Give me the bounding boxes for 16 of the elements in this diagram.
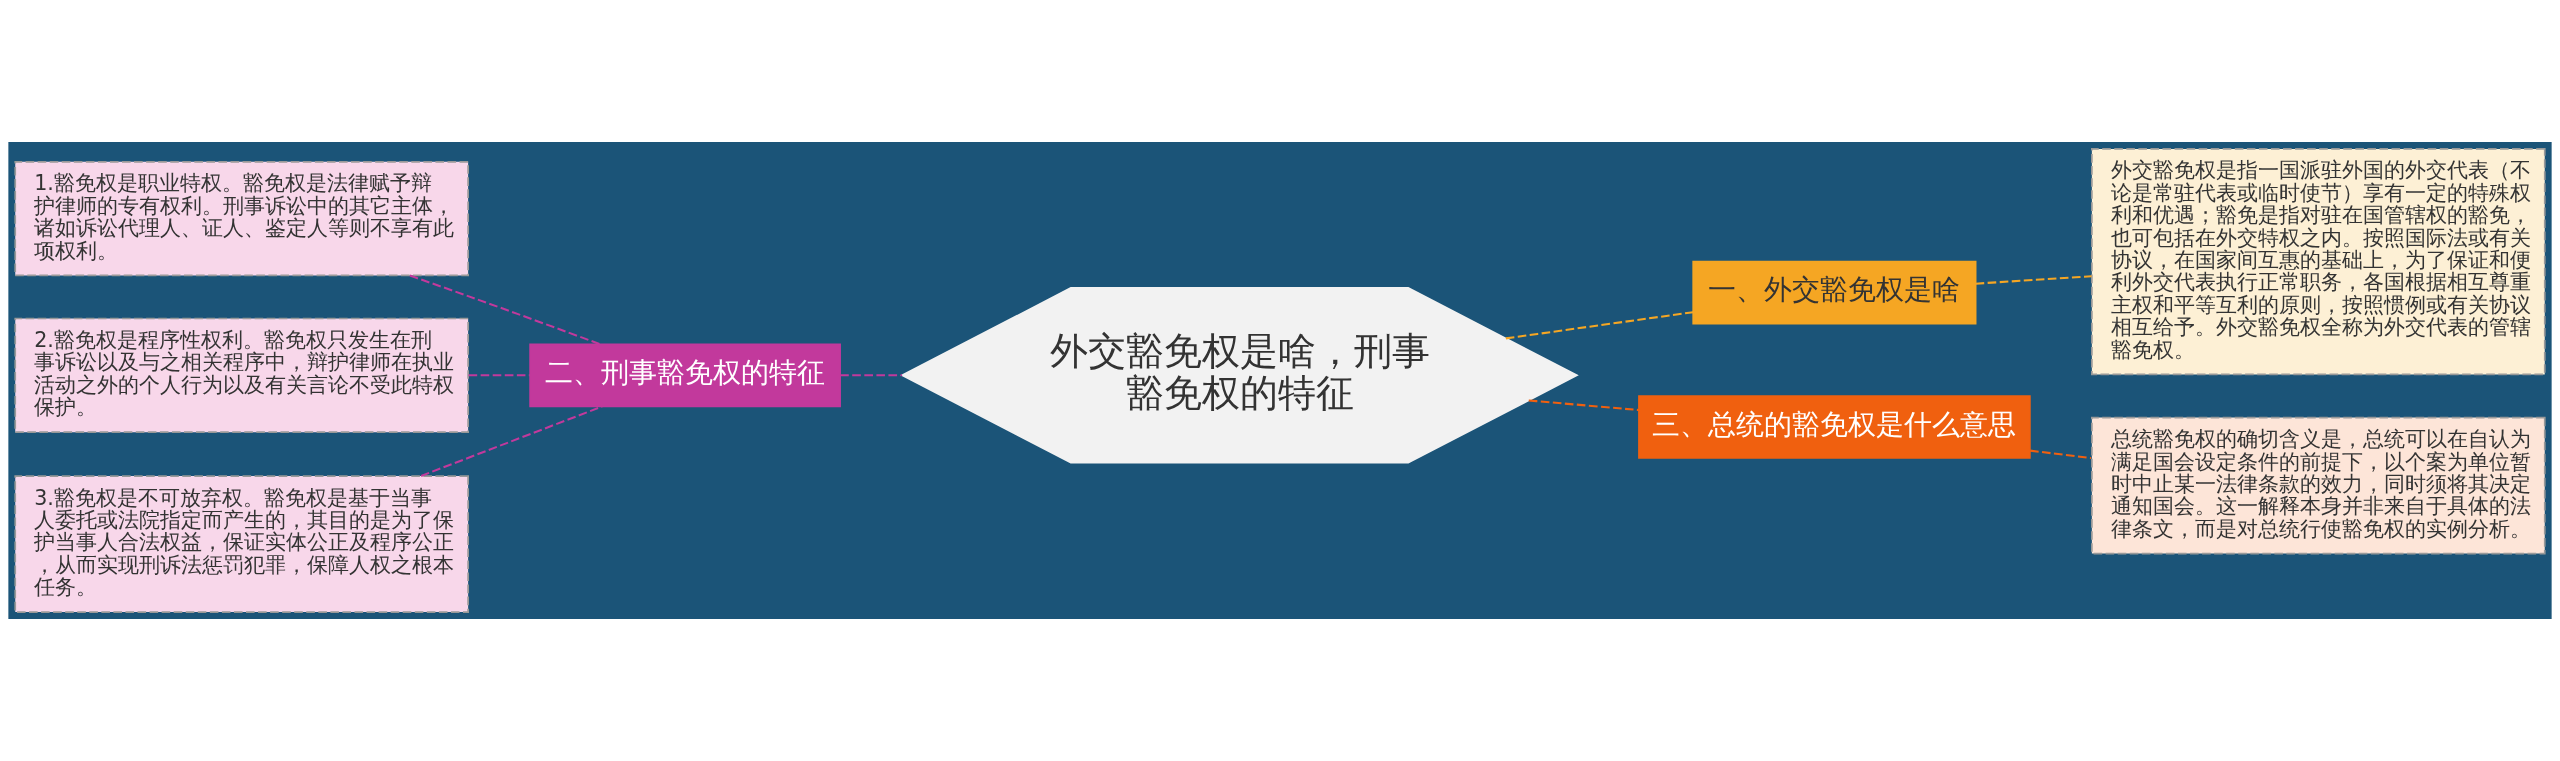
node-box: 总统豁免权的确切含义是，总统可以在自认为满足国会设定条件的前提下，以个案为单位暂时中止某一法律条款的效力，同时须将其决定通知国会。这一解释本身并非来自于具体的法律条文，而是对总统行使豁免权的实例分析。 bbox=[2091, 416, 2546, 555]
connector bbox=[1505, 311, 1694, 340]
connector bbox=[1528, 399, 1639, 412]
node-box: 3.豁免权是不可放弃权。豁免权是基于当事人委托或法院指定而产生的，其目的是为了保护当事人合法权益，保证实体公正及程序公正，从而实现刑诉法惩罚犯罪，保障人权之根本任务。 bbox=[14, 475, 469, 613]
node-box: 外交豁免权是指一国派驻外国的外交代表（不论是常驻代表或临时使节）享有一定的特殊权利和优遇；豁免是指对驻在国管辖权的豁免，也可包括在外交特权之内。按照国际法或有关协议，在国家间互惠的基础上，为了保证和便利外交代表执行正常职务，各国根据相互尊重主权和平等互利的原则，按照惯例或有关协议相互给予。外交豁免权全称为外交代表的管辖豁免权。 bbox=[2091, 148, 2546, 376]
connector bbox=[468, 374, 530, 377]
connector bbox=[1975, 275, 2092, 285]
node-box: 2.豁免权是程序性权利。豁免权只发生在刑事诉讼以及与之相关程序中，辩护律师在执业活动之外的个人行为以及有关言论不受此特权保护。 bbox=[14, 317, 469, 434]
connector bbox=[409, 274, 601, 346]
connector bbox=[420, 405, 603, 477]
connector bbox=[2030, 449, 2092, 460]
connector bbox=[840, 374, 903, 377]
node-box: 三、总统的豁免权是什么意思 bbox=[1638, 395, 2031, 459]
node-box: 一、外交豁免权是啥 bbox=[1692, 260, 1977, 325]
node-box: 二、刑事豁免权的特征 bbox=[529, 343, 841, 408]
node-box: 1.豁免权是职业特权。豁免权是法律赋予辩护律师的专有权利。刑事诉讼中的其它主体，诸如诉讼代理人、证人、鉴定人等则不享有此项权利。 bbox=[14, 160, 469, 277]
